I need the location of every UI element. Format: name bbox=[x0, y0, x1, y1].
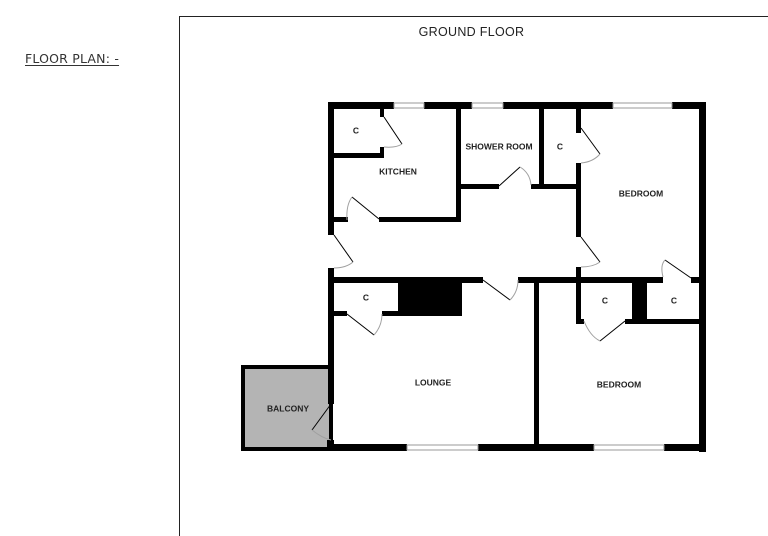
room-labels: C KITCHEN SHOWER ROOM C BEDROOM C LOUNGE… bbox=[267, 125, 677, 413]
room-label-shower-room: SHOWER ROOM bbox=[465, 141, 532, 151]
floor-title: GROUND FLOOR bbox=[418, 25, 525, 39]
floor-plan-diagram: C KITCHEN SHOWER ROOM C BEDROOM C LOUNGE… bbox=[241, 102, 706, 452]
interior-walls bbox=[334, 109, 699, 447]
doors bbox=[311, 116, 692, 441]
room-label-kitchen: KITCHEN bbox=[379, 166, 417, 176]
room-label-balcony: BALCONY bbox=[267, 403, 309, 413]
room-label-kitchen-cupboard: C bbox=[353, 125, 359, 135]
room-label-lounge-cupboard: C bbox=[363, 292, 369, 302]
outer-walls bbox=[327, 102, 706, 452]
room-label-bedroom2-cupboard-left: C bbox=[602, 295, 608, 305]
room-label-lounge: LOUNGE bbox=[415, 377, 452, 387]
windows bbox=[393, 102, 673, 451]
room-label-bedroom1-cupboard: C bbox=[557, 141, 563, 151]
floor-plan-frame bbox=[179, 16, 768, 536]
room-label-bedroom2: BEDROOM bbox=[597, 379, 641, 389]
balcony-area bbox=[241, 365, 333, 451]
page-heading: FLOOR PLAN: - bbox=[25, 51, 120, 66]
room-label-bedroom1: BEDROOM bbox=[619, 188, 663, 198]
room-label-bedroom2-cupboard-right: C bbox=[671, 295, 677, 305]
